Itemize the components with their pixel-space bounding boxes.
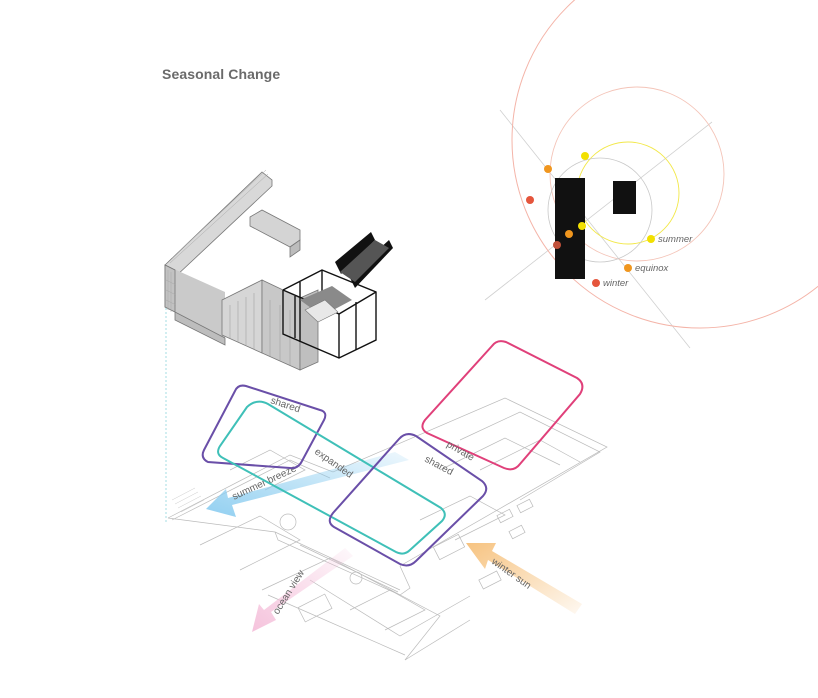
ground-circle [547,157,653,263]
zone-expanded [217,400,446,555]
wall-siding [165,169,269,312]
ocean-view-arrow [252,548,353,632]
winter-sun-marker [526,196,534,204]
zone-shared-upper [201,384,327,470]
zones [201,340,584,567]
equinox-orbit [549,86,725,262]
equinox-sun-marker [544,165,552,173]
floor-plan [167,397,608,661]
sun-path-diagram: summer equinox winter [484,0,818,349]
zone-private [421,340,584,471]
ocean-view-label: ocean view [271,568,307,617]
axonometric-massing [164,169,393,371]
equinox-label: equinox [635,263,670,274]
winter-sun-marker [592,279,600,287]
zone-label-shared-lower: shared [423,454,455,478]
equinox-sun-marker [565,230,573,238]
winter-orbit [511,0,818,329]
winter-sun-arrow [466,543,582,614]
winter-label: winter [603,278,629,289]
compass-line [499,109,691,349]
zone-shared-lower [328,433,488,567]
summer-sun-marker [578,222,586,230]
equinox-sun-marker [624,264,632,272]
stair [171,487,205,513]
roof-fin [335,232,375,274]
summer-sun-marker [647,235,655,243]
summer-sun-marker [581,152,589,160]
building-footprint-small [613,181,636,214]
page-title: Seasonal Change [162,66,281,82]
summer-breeze-arrow [206,452,409,517]
compass-line [484,121,713,301]
summer-label: summer [658,234,693,245]
winter-sun-marker [553,241,561,249]
